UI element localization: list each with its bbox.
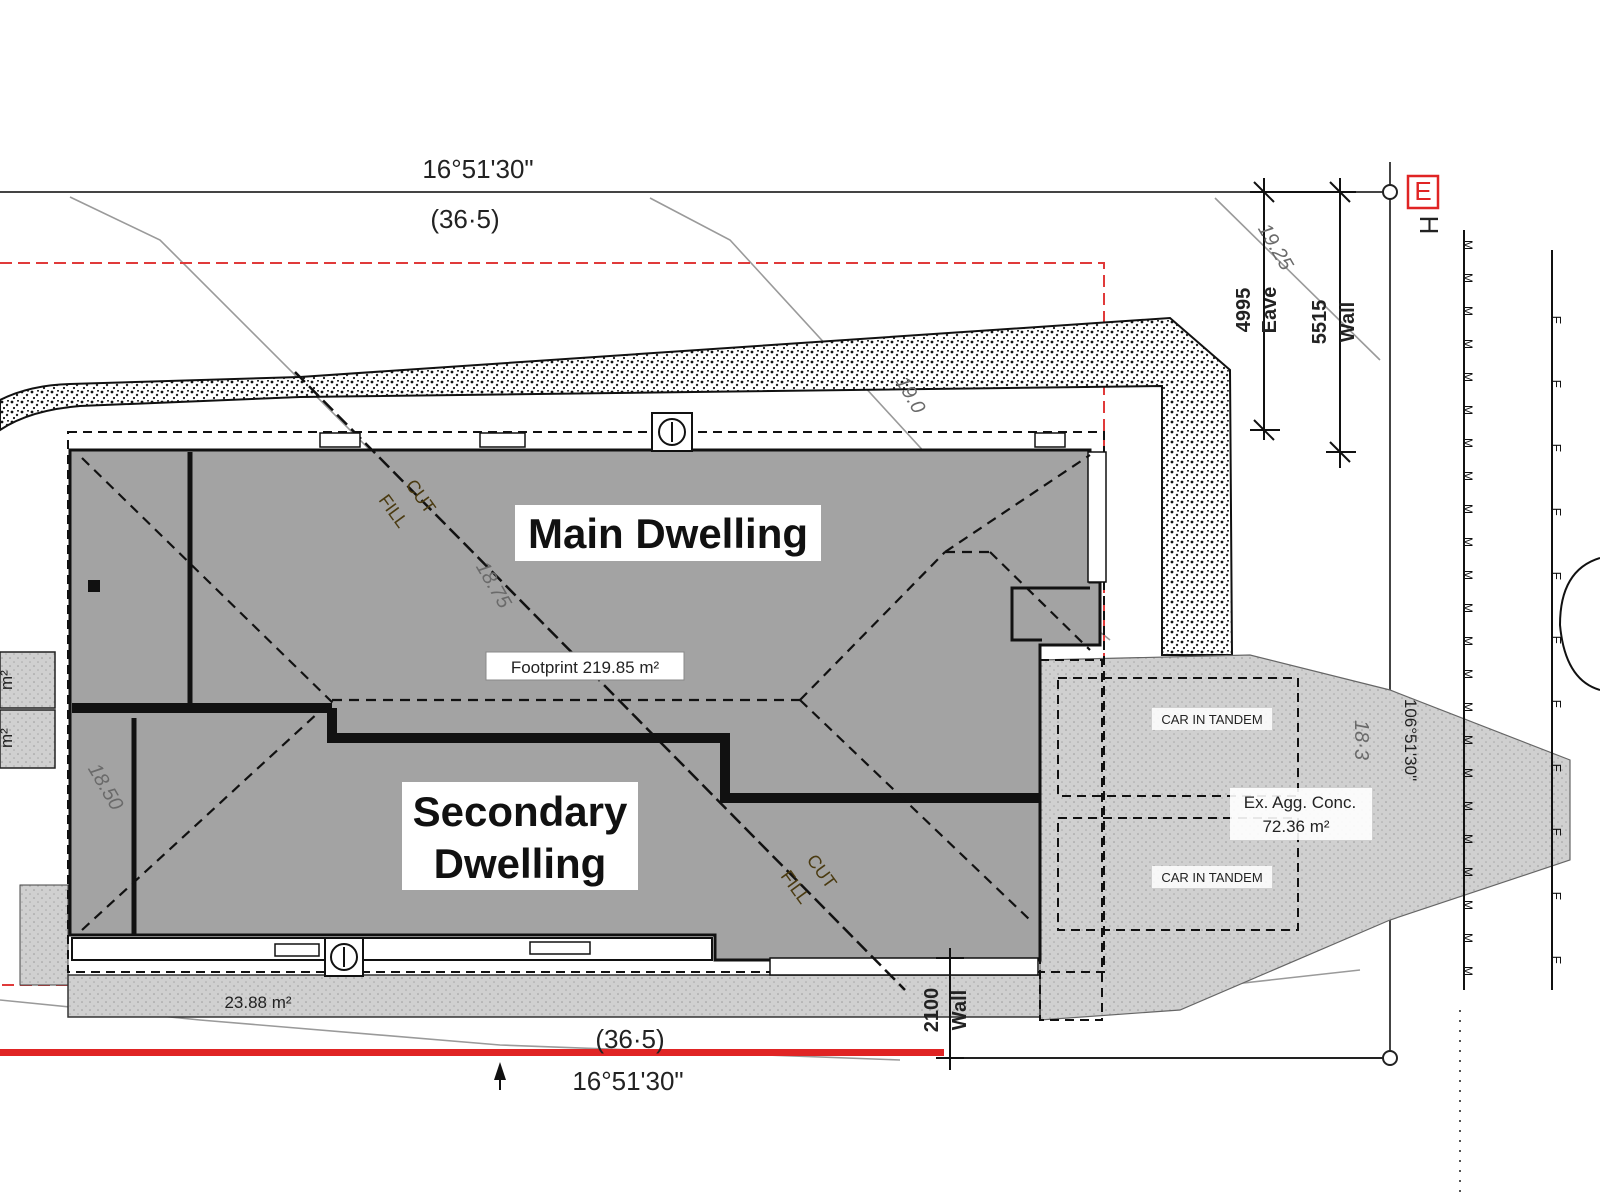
fence-tick: M (1461, 768, 1475, 778)
fence-tick: M (1461, 306, 1475, 316)
footprint-label-bg (485, 651, 685, 681)
interior-walls (72, 452, 1040, 935)
garden-bed (0, 316, 1234, 656)
cut-fill-line (294, 371, 906, 991)
fence-tick: M (1461, 702, 1475, 712)
concrete-label-bg (1230, 788, 1372, 840)
fence-tick: M (1461, 966, 1475, 976)
tree-symbol (1558, 557, 1600, 691)
bearing-top: 16°51'30" (422, 154, 533, 184)
length-top: (36·5) (430, 204, 499, 234)
concrete-label-1: Ex. Agg. Conc. (1244, 793, 1356, 812)
hydrant-code: H (1414, 216, 1444, 235)
right-length: 18·3 (1350, 720, 1372, 760)
carport-outline (1039, 659, 1103, 1021)
side-area-label: 23.88 m² (224, 993, 291, 1012)
fence-tick: M (1461, 735, 1475, 745)
fence-mark: E (1549, 380, 1564, 389)
left-pad-b (0, 709, 56, 769)
porch-bottom-right (769, 957, 1039, 976)
fence-tick: M (1461, 471, 1475, 481)
boundary-corner-bottom (1382, 1050, 1398, 1066)
fence-tick: M (1461, 339, 1475, 349)
fence-tick: M (1461, 570, 1475, 580)
fence-mark: E (1549, 636, 1564, 645)
hydrant-box (1406, 174, 1440, 210)
concrete-label-2: 72.36 m² (1262, 817, 1329, 836)
fence-tick: M (1461, 834, 1475, 844)
fence-tick: M (1461, 867, 1475, 877)
secondary-dwelling-label-1: Secondary (413, 788, 628, 835)
fence-tick: M (1461, 372, 1475, 382)
left-area-b: m² (0, 728, 16, 748)
building-notch (1010, 586, 1090, 642)
wall-value: 5515 (1309, 300, 1331, 345)
secondary-dwelling-label-2: Dwelling (434, 840, 607, 887)
fence-mark: E (1549, 316, 1564, 325)
length-bottom: (36·5) (595, 1024, 664, 1054)
fence-tick: M (1461, 603, 1475, 613)
fence-tick: M (1461, 801, 1475, 811)
fence-mark: E (1549, 892, 1564, 901)
boundary-corner-top (1382, 184, 1398, 200)
fence-mark: E (1549, 572, 1564, 581)
contour-value-a: 19.25 (1253, 220, 1298, 275)
carport-box-bottom (1057, 817, 1299, 931)
eave-label: Eave (1259, 287, 1281, 334)
roof-lines (81, 454, 1091, 931)
fence-tick: M (1461, 438, 1475, 448)
fence-line (1463, 230, 1553, 990)
fence-tick: M (1461, 669, 1475, 679)
window-marks (274, 432, 1066, 957)
fence-mark: E (1549, 956, 1564, 965)
main-dwelling-label-bg (515, 505, 821, 561)
fence-tick: M (1461, 933, 1475, 943)
bottom-wall-label: Wall (949, 990, 971, 1030)
fence-mark: E (1549, 828, 1564, 837)
fence-ticks: M M M M M M M M M M M M M M M M M M M M M M M E E E E E E E E E E E (1461, 240, 1564, 976)
carport-label-top: CAR IN TANDEM (1161, 712, 1262, 727)
boundary-red-bottom (0, 1049, 944, 1056)
fence-mark: E (1549, 444, 1564, 453)
fence-tick: M (1461, 273, 1475, 283)
left-area-a: m² (0, 670, 16, 690)
eave-value: 4995 (1233, 288, 1255, 333)
fence-mark: E (1549, 508, 1564, 517)
eaves-outline (67, 431, 1105, 973)
carport-box-top (1057, 677, 1299, 797)
porch-bottom-left (71, 937, 713, 961)
fence-tick: M (1461, 636, 1475, 646)
side-path (67, 974, 1041, 1018)
footprint-label: Footprint 219.85 m² (511, 658, 660, 677)
fence-tick: M (1461, 405, 1475, 415)
fence-tick: M (1461, 240, 1475, 250)
bottom-wall-dim (936, 948, 964, 1070)
left-pad-c (19, 884, 69, 986)
wall-label: Wall (1337, 302, 1359, 342)
bottom-wall-value: 2100 (921, 988, 943, 1033)
fence-mark: E (1549, 764, 1564, 773)
hydrant-letter: E (1414, 176, 1431, 206)
marker-square (88, 580, 100, 592)
fence-mark: E (1549, 700, 1564, 709)
bearing-bottom: 16°51'30" (572, 1066, 683, 1096)
fence-tick: M (1461, 537, 1475, 547)
left-pad-a (0, 651, 56, 709)
carport-label-bottom: CAR IN TANDEM (1161, 870, 1262, 885)
bearing-right: 106°51'30" (1401, 699, 1420, 781)
fence-tick: M (1461, 900, 1475, 910)
fence-tick: M (1461, 504, 1475, 514)
height-dims (1250, 178, 1356, 468)
main-dwelling-label: Main Dwelling (528, 510, 808, 557)
porch-top-right (1087, 451, 1107, 583)
secondary-dwelling-label-bg (402, 782, 638, 890)
